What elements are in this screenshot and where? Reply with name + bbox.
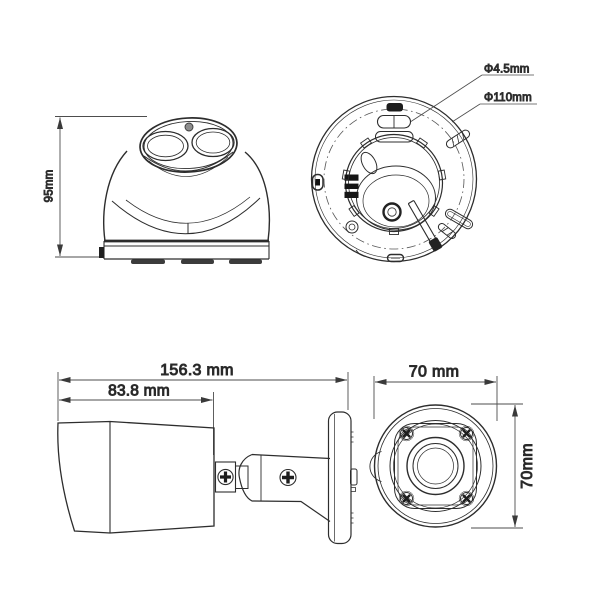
ring-tabs [341,137,447,235]
turret-lens-face [139,117,238,173]
ball-arc-inner [125,196,251,224]
bullet-camera-side-view: 156.3 mm 83.8 mm [57,362,358,545]
teardrop-cutout [360,151,378,175]
turret-camera-side-view: 95mm [43,116,271,264]
collar-arc-inner [148,156,229,177]
base-diameter-dimension: Φ110mm [451,92,537,123]
trim-ring-inner [143,120,234,170]
screw-hole [345,220,359,234]
base-foot [181,259,214,264]
bottom-tick [355,249,367,257]
hinge-link [235,465,249,489]
lens-left [142,130,189,162]
arm-screw-icon [279,468,297,487]
corner-screw-icon [398,425,415,442]
collar-arc-outer [143,151,234,172]
dome-bowl-inner [362,174,430,228]
led-indicator-icon [184,122,194,132]
lens-bezel-outer [389,420,482,512]
base-foot [229,259,262,264]
mount-arm-outline [238,453,331,522]
lens-glass-inner [417,447,454,485]
lens-glass [412,443,459,489]
face-plate [394,423,477,509]
turret-height-dimension: 95mm [43,116,147,258]
front-width-label: 70 mm [409,364,459,381]
rim-slot-hatched [437,222,457,240]
corner-screw-icon [398,490,415,507]
front-rim-circle [377,408,494,524]
center-hole-inner [387,207,397,217]
mic-bump [369,451,382,482]
ball-arc-outer [111,197,261,235]
rim-slot-hatched [445,129,471,149]
vent-grille [344,174,359,198]
side-port [311,173,324,191]
body-silhouette-left [103,150,128,242]
bottom-slot [386,253,405,263]
corner-screw-icon [458,490,475,507]
base-foot [131,259,165,264]
lens-bezel-inner [393,423,478,509]
body-length-label: 83.8 mm [108,383,170,400]
corner-screw-icon [458,425,475,442]
turret-height-label: 95mm [44,170,56,203]
center-hole [382,202,402,222]
turret-camera-base-view: Φ4.5mm Φ110mm [310,63,537,263]
front-height-dimension: 70mm [471,403,537,529]
mount-base-disc [327,411,358,545]
front-outer-circle [373,404,498,528]
body-length-dimension: 83.8 mm [59,382,214,455]
base-hole-dimension: Φ4.5mm [410,63,534,122]
bullet-body-outline [57,420,215,534]
front-height-label: 70mm [519,443,536,489]
cable-gland-strip [408,200,443,252]
inner-ring-outer [344,133,444,233]
base-diameter-label: Φ110mm [484,92,532,104]
face-plate-inner [397,426,474,506]
base-notch [99,247,104,258]
body-silhouette-right [244,151,271,242]
top-vent-slot [386,103,403,112]
overall-length-dimension: 156.3 mm [57,362,349,421]
turret-base-plate [99,239,270,264]
front-width-dimension: 70 mm [373,363,498,421]
lens-right-inner [195,131,231,154]
lens-left-inner [147,134,184,158]
base-cable-tab [350,468,358,486]
overall-length-label: 156.3 mm [160,362,234,379]
mounting-hole-slot [376,114,412,129]
base-hole-label: Φ4.5mm [484,64,530,76]
hinge-screw-icon [217,468,234,486]
lens-right [191,127,235,158]
top-clip-tab [375,131,414,143]
rim-slot-open [444,208,474,230]
lens-ring [406,436,465,496]
trim-ring-outer [139,117,238,173]
bullet-camera-front-view: 70 mm 70mm [369,363,537,529]
